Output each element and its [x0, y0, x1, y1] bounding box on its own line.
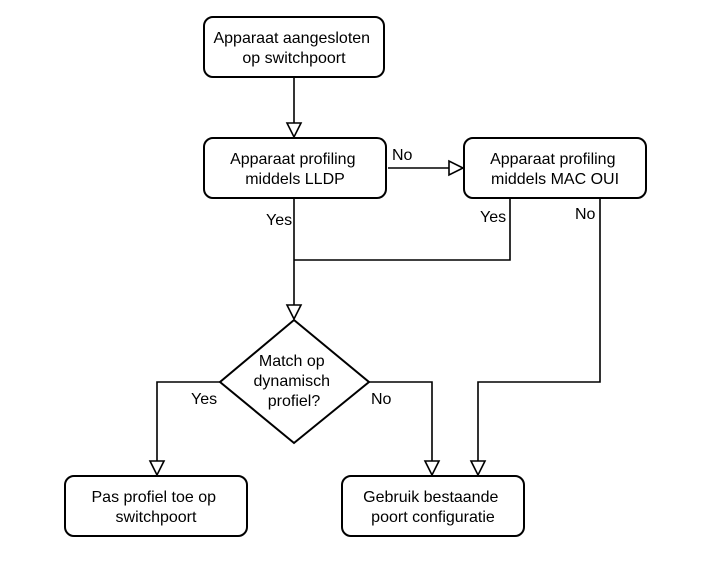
node-use-existing-config-line-1: Gebruik bestaande: [363, 489, 498, 506]
node-device-connected-label: Apparaat aangesloten op switchpoort: [213, 30, 374, 67]
edge-label-mac-oui-yes: Yes: [480, 209, 506, 226]
node-device-connected-box: [203, 16, 385, 78]
edge-mac-oui-no-to-existing: [477, 198, 601, 461]
edge-decision-yes-to-apply: [156, 381, 220, 461]
edge-label-lldp-no: No: [392, 147, 413, 164]
node-match-decision-label: Match op dynamisch profiel?: [254, 353, 335, 410]
node-use-existing-config-line-2: poort configuratie: [371, 509, 495, 526]
arrowhead-to-apply: [148, 460, 166, 477]
arrowhead-to-decision: [285, 304, 303, 321]
arrowhead-decision-to-existing: [423, 460, 441, 477]
edge-label-mac-oui-no: No: [575, 206, 596, 223]
edge-label-lldp-yes: Yes: [266, 212, 292, 229]
edge-label-decision-no: No: [371, 391, 392, 408]
node-profiling-mac-oui: Apparaat profiling middels MAC OUI: [463, 137, 647, 199]
node-apply-profile: Pas profiel toe op switchpoort: [64, 475, 248, 537]
arrowhead-lldp-to-mac-oui: [448, 159, 465, 177]
node-profiling-lldp-box: [203, 137, 387, 199]
node-profiling-lldp-label: Apparaat profiling middels LLDP: [230, 151, 360, 188]
node-device-connected-line-1: Apparaat aangesloten: [213, 30, 370, 47]
node-profiling-lldp-line-1: Apparaat profiling: [230, 151, 355, 168]
arrowhead-mac-oui-to-existing: [469, 460, 487, 477]
node-apply-profile-box: [64, 475, 248, 537]
node-use-existing-config: Gebruik bestaande poort configuratie: [341, 475, 525, 537]
node-match-decision-line-3: profiel?: [268, 393, 321, 410]
node-use-existing-config-label: Gebruik bestaande poort configuratie: [363, 489, 503, 526]
edge-label-decision-yes: Yes: [191, 391, 217, 408]
node-use-existing-config-box: [341, 475, 525, 537]
node-device-connected-line-2: op switchpoort: [242, 50, 346, 67]
node-profiling-mac-oui-label: Apparaat profiling middels MAC OUI: [490, 151, 620, 188]
node-apply-profile-line-2: switchpoort: [116, 509, 197, 526]
node-match-decision-line-2: dynamisch: [254, 373, 330, 390]
node-match-decision: Match op dynamisch profiel?: [218, 318, 371, 445]
node-device-connected: Apparaat aangesloten op switchpoort: [203, 16, 385, 78]
node-profiling-mac-oui-box: [463, 137, 647, 199]
node-profiling-lldp-line-2: middels LLDP: [245, 171, 345, 188]
node-apply-profile-line-1: Pas profiel toe op: [92, 489, 217, 506]
arrowhead-start-to-lldp: [285, 122, 303, 139]
node-match-decision-diamond: [218, 318, 371, 445]
node-match-decision-line-1: Match op: [259, 353, 325, 370]
node-profiling-lldp: Apparaat profiling middels LLDP: [203, 137, 387, 199]
edge-decision-no-to-existing: [369, 381, 433, 461]
node-profiling-mac-oui-line-1: Apparaat profiling: [490, 151, 615, 168]
edge-mac-oui-yes-merge: [294, 198, 511, 261]
node-apply-profile-label: Pas profiel toe op switchpoort: [92, 489, 221, 526]
node-profiling-mac-oui-line-2: middels MAC OUI: [491, 171, 619, 188]
